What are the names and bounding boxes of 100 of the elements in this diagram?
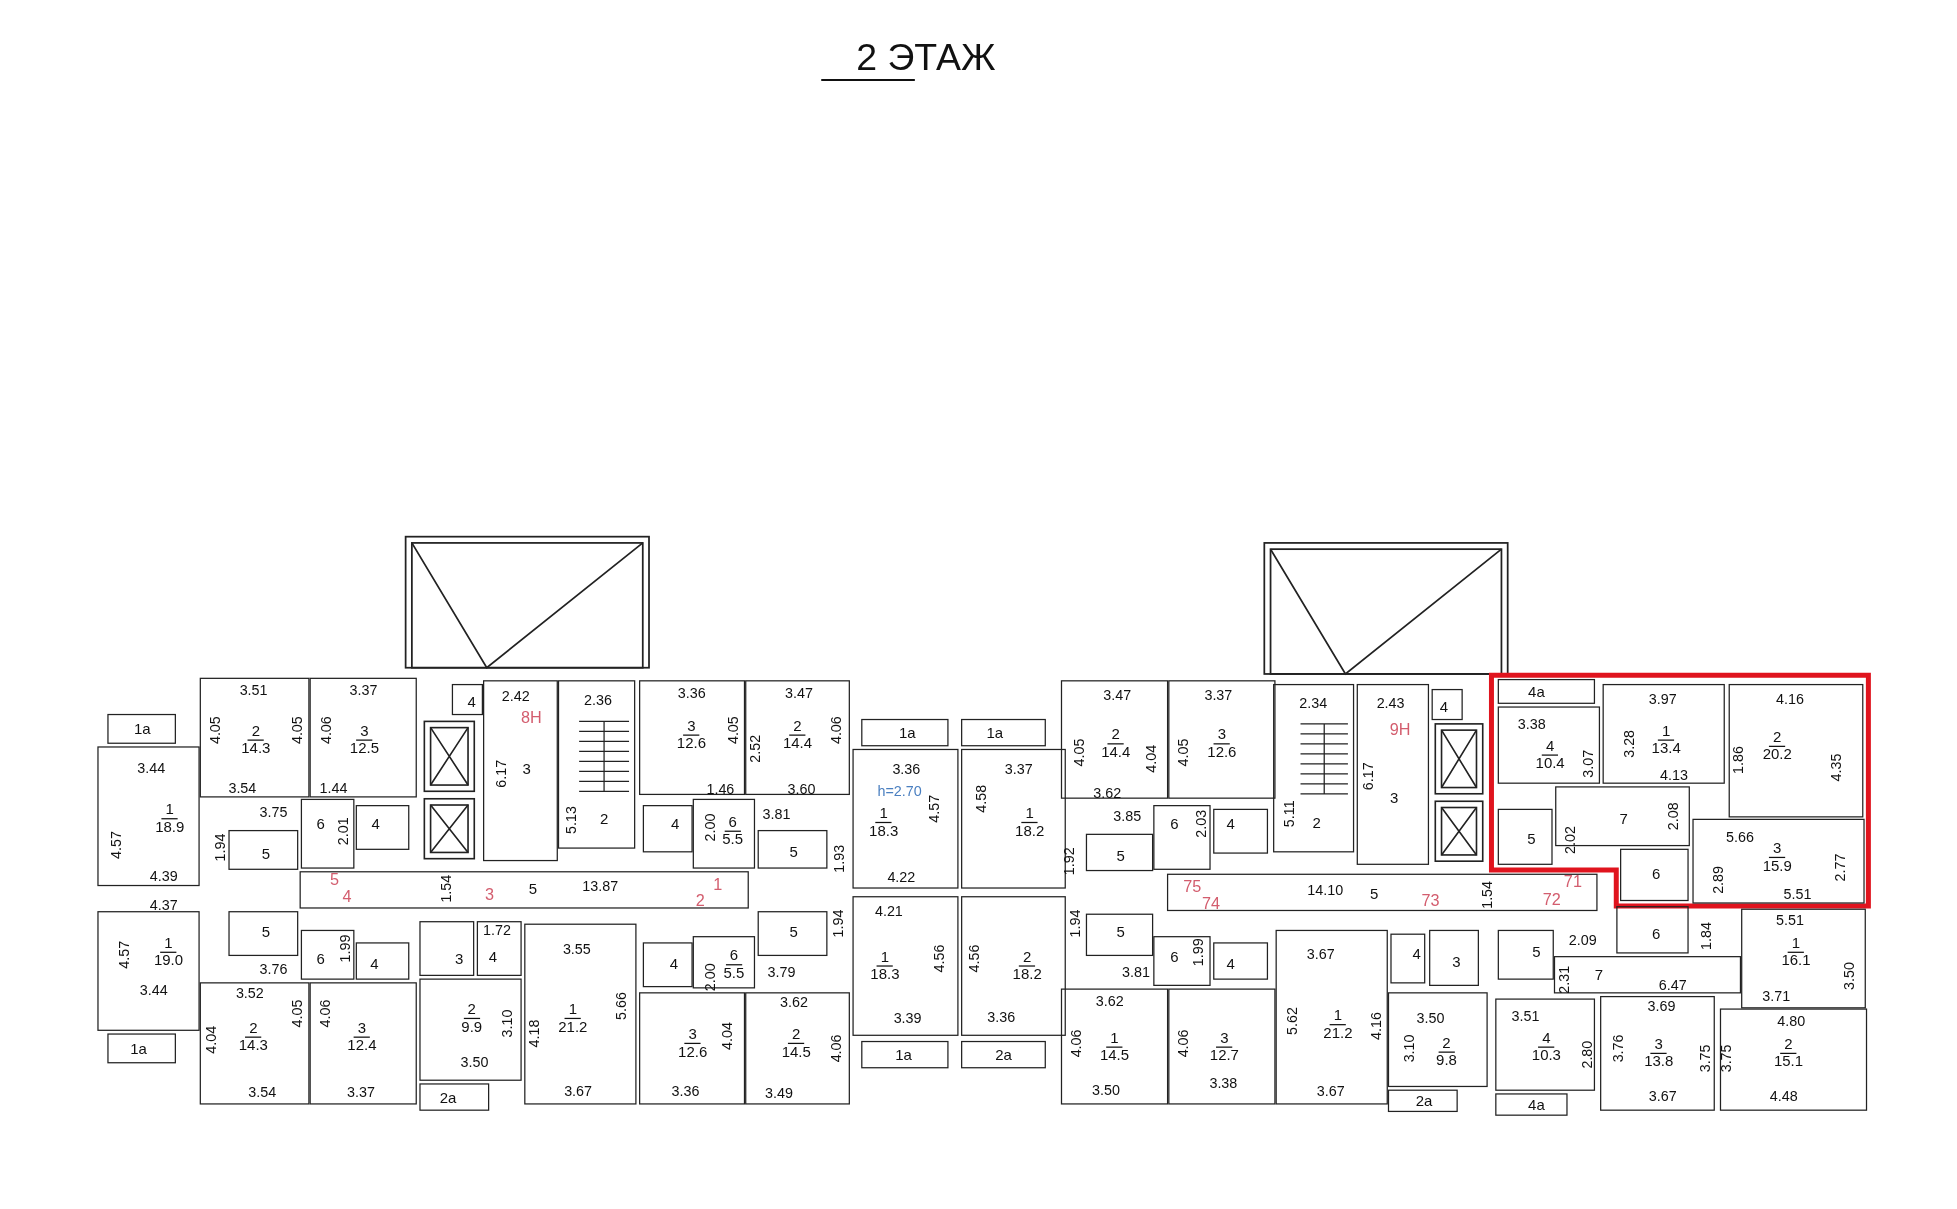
corridor-outline bbox=[692, 798, 756, 869]
room-area: 5.5 bbox=[722, 831, 744, 849]
dimension-label: 4.22 bbox=[887, 869, 916, 885]
room-number: 1 bbox=[564, 1001, 581, 1020]
dimension-label: 4.05 bbox=[1175, 738, 1191, 767]
dimension-label: 3.37 bbox=[349, 682, 378, 698]
room-area: 19.0 bbox=[153, 952, 184, 970]
bathroom-outline bbox=[1085, 913, 1154, 957]
room-area: 16.1 bbox=[1781, 952, 1811, 970]
dimension-label: 1.94 bbox=[830, 909, 846, 938]
room-area: 14.3 bbox=[238, 1037, 268, 1054]
room-number: 3 bbox=[1388, 790, 1400, 807]
room-number: 6 bbox=[724, 814, 741, 832]
dimension-label: 1.99 bbox=[337, 934, 353, 963]
dimension-label: 4.39 bbox=[149, 868, 178, 884]
dimension-label: 4.18 bbox=[526, 1019, 542, 1048]
ceiling-height-label: h=2.70 bbox=[877, 783, 922, 799]
room-outline bbox=[1060, 680, 1169, 799]
dimension-label: 2.09 bbox=[1568, 932, 1597, 948]
dimension-label: 3.07 bbox=[1580, 749, 1596, 778]
room-number: 1 bbox=[1788, 935, 1804, 953]
dimension-label: 3.52 bbox=[235, 986, 264, 1001]
room-number: 1 bbox=[160, 935, 177, 953]
room-area: 12.4 bbox=[347, 1037, 377, 1054]
room-number: 1 bbox=[876, 949, 893, 967]
apartment-number: 73 bbox=[1421, 893, 1440, 909]
room-number: 1а bbox=[129, 1041, 148, 1058]
room-number: 5 bbox=[1526, 831, 1537, 849]
apartment-number: 1 bbox=[713, 877, 723, 893]
dimension-label: 4.06 bbox=[828, 1034, 844, 1063]
room-area: 12.5 bbox=[349, 740, 379, 757]
dimension-label: 4.80 bbox=[1777, 1013, 1806, 1029]
dimension-label: 3.81 bbox=[1122, 964, 1150, 980]
dimension-label: 3.60 bbox=[787, 781, 816, 797]
dimension-label: 2.00 bbox=[702, 813, 718, 842]
room-number: 3 bbox=[521, 761, 532, 779]
room-number: 4а bbox=[1527, 1097, 1546, 1114]
floor-title: 2 ЭТАЖ bbox=[856, 35, 996, 80]
room-number: 4 bbox=[370, 816, 381, 834]
apartment-number: 5 bbox=[330, 872, 340, 888]
dimension-label: 4.57 bbox=[926, 794, 942, 823]
room-number: 1а bbox=[985, 725, 1005, 742]
dimension-label: 3.10 bbox=[499, 1009, 515, 1038]
dimension-label: 2.42 bbox=[501, 688, 530, 704]
dimension-label: 3.36 bbox=[892, 761, 921, 777]
dimension-label: 1.99 bbox=[1190, 938, 1206, 967]
dimension-label: 2.43 bbox=[1376, 695, 1405, 711]
dimension-label: 3.62 bbox=[1095, 993, 1124, 1009]
dimension-label: 3.75 bbox=[1718, 1044, 1734, 1073]
room-number: 2а bbox=[1414, 1093, 1434, 1111]
dimension-label: 3.54 bbox=[248, 1084, 277, 1100]
dimension-label: 3.81 bbox=[762, 806, 791, 822]
dimension-label: 1.86 bbox=[1730, 746, 1746, 775]
room-number: 2 bbox=[463, 1001, 480, 1020]
dimension-label: 4.04 bbox=[719, 1021, 735, 1050]
room-number: 3 bbox=[1213, 727, 1230, 745]
dimension-label: 3.50 bbox=[460, 1054, 489, 1070]
room-number: 2 bbox=[245, 1020, 262, 1038]
room-area: 13.4 bbox=[1651, 740, 1681, 757]
room-area: 18.2 bbox=[1012, 966, 1042, 983]
dimension-label: 3.97 bbox=[1648, 691, 1677, 707]
dimension-label: 3.38 bbox=[1517, 716, 1546, 732]
room-number: 4 bbox=[1411, 946, 1422, 963]
dimension-label: 2.31 bbox=[1556, 965, 1572, 994]
room-number: 5 bbox=[260, 924, 271, 941]
room-number: 5 bbox=[1115, 848, 1126, 865]
room-number: 2 bbox=[1769, 729, 1786, 747]
room-number: 3 bbox=[683, 718, 700, 736]
room-number: 1а bbox=[898, 725, 917, 742]
dimension-label: 4.21 bbox=[874, 903, 903, 919]
dimension-label: 6.17 bbox=[1360, 762, 1376, 791]
room-number: 3 bbox=[1769, 840, 1786, 859]
room-number: 4 bbox=[1538, 1030, 1555, 1048]
dimension-label: 1.54 bbox=[1479, 880, 1495, 909]
dimension-label: 4.04 bbox=[203, 1025, 219, 1054]
dimension-label: 2.77 bbox=[1832, 853, 1848, 882]
room-number: 5 bbox=[788, 924, 799, 941]
room-outline bbox=[1060, 988, 1169, 1105]
dimension-label: 4.57 bbox=[108, 831, 124, 859]
dimension-label: 4.05 bbox=[207, 716, 223, 745]
room-number: 6 bbox=[315, 816, 326, 834]
dimension-label: 4.05 bbox=[289, 999, 305, 1028]
room-area: 10.4 bbox=[1535, 755, 1565, 772]
room-number: 6 bbox=[315, 951, 326, 968]
hall-outline bbox=[476, 921, 522, 976]
dimension-label: 4.37 bbox=[149, 897, 178, 913]
apartment-number: 8Н bbox=[521, 710, 542, 726]
room-number: 2 bbox=[247, 723, 264, 741]
room-outline bbox=[1719, 1008, 1868, 1111]
dimension-label: 2.00 bbox=[702, 963, 718, 992]
dimension-label: 3.44 bbox=[139, 982, 168, 998]
dimension-label: 4.05 bbox=[1071, 738, 1087, 767]
balcony-outline bbox=[1497, 678, 1596, 704]
room-number: 6 bbox=[1651, 926, 1662, 943]
dimension-label: 5.66 bbox=[613, 992, 629, 1020]
toilet-room-outline bbox=[642, 942, 693, 988]
room-number: 5 bbox=[1368, 886, 1380, 903]
room-number: 2 bbox=[789, 718, 806, 736]
dimension-label: 5.51 bbox=[1783, 886, 1812, 902]
room-area: 13.8 bbox=[1644, 1054, 1674, 1071]
